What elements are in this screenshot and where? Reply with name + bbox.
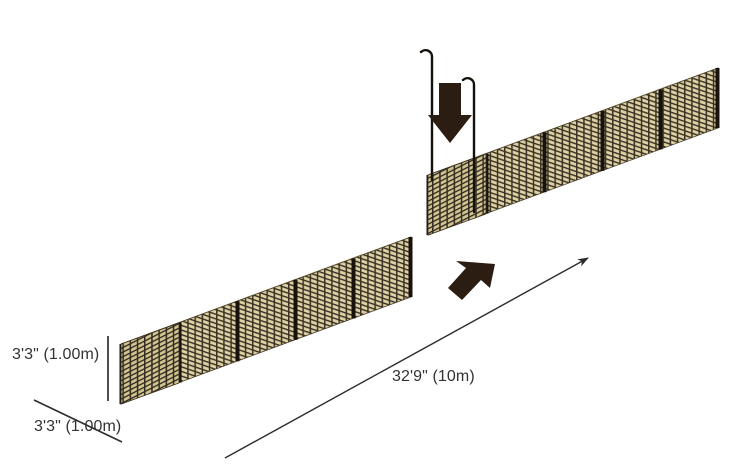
depth-dimension-line — [33, 399, 123, 443]
left-barrier-front-mesh — [121, 237, 411, 404]
join-direction-arrow — [448, 261, 495, 300]
joining-pins — [419, 49, 476, 214]
length-dimension-label: 32'9" (10m) — [392, 368, 475, 385]
depth-dimension-label: 3'3" (1.00m) — [34, 418, 122, 435]
right-barrier — [426, 67, 720, 236]
left-barrier — [119, 236, 413, 405]
joining-pin-left — [419, 49, 434, 182]
right-barrier-end-mesh — [428, 154, 486, 235]
joining-pin-right — [461, 77, 476, 214]
length-dimension-line — [224, 257, 589, 459]
right-barrier-front-mesh — [428, 68, 718, 235]
height-dimension-label: 3'3" (1.00m) — [12, 346, 100, 363]
left-barrier-end-mesh — [121, 323, 179, 404]
insertion-arrow — [428, 83, 472, 143]
